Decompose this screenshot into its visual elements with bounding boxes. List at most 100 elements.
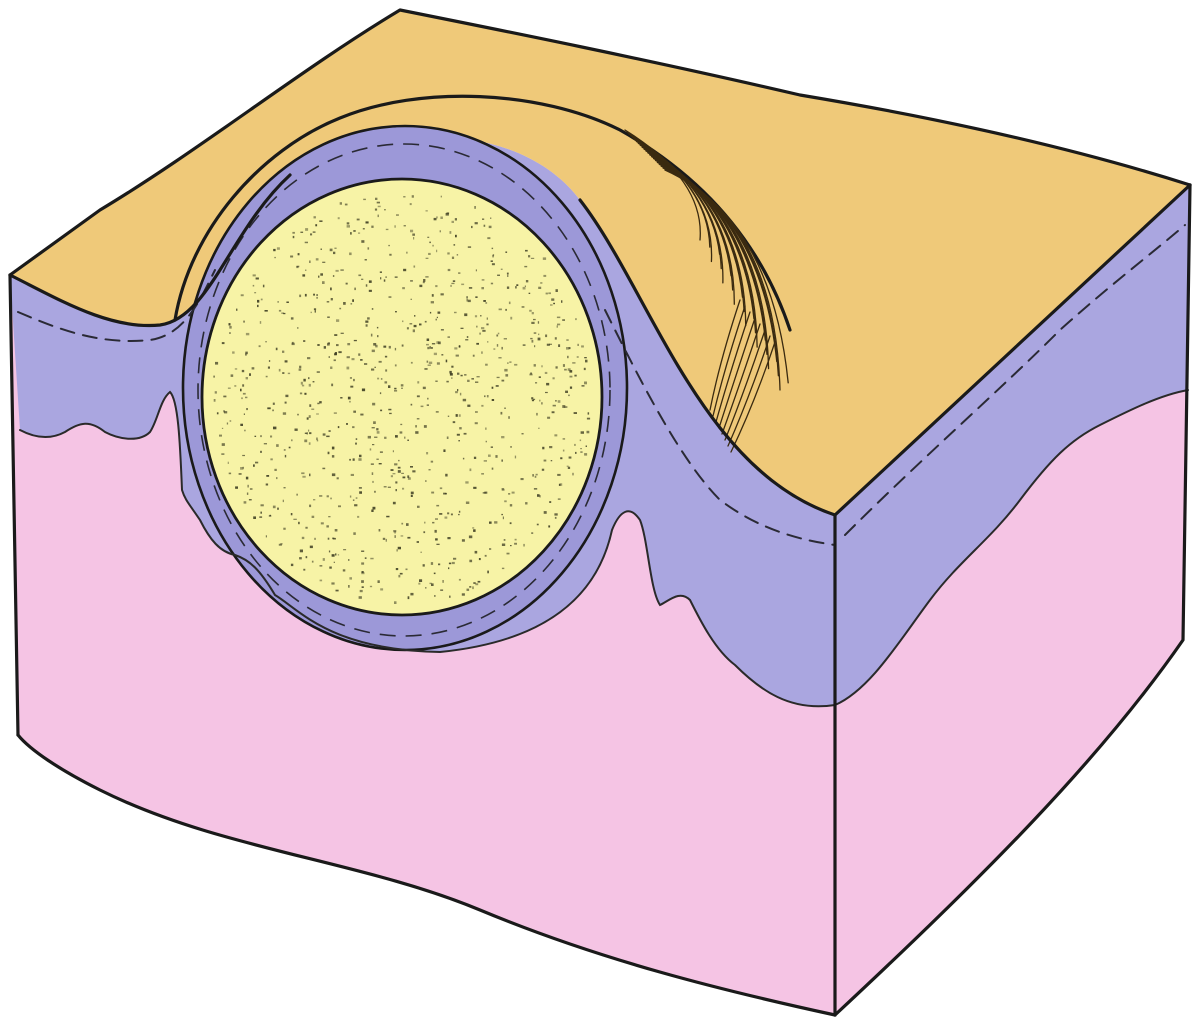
stipple-dot: [462, 457, 465, 460]
stipple-dot: [401, 387, 403, 389]
stipple-dot: [380, 378, 383, 380]
stipple-dot: [401, 472, 404, 474]
stipple-dot: [431, 491, 435, 494]
stipple-dot: [549, 446, 553, 449]
stipple-dot: [490, 260, 493, 262]
stipple-dot: [567, 466, 571, 469]
stipple-dot: [245, 351, 248, 355]
stipple-dot: [394, 276, 398, 278]
stipple-dot: [353, 339, 357, 342]
stipple-dot: [378, 529, 381, 532]
stipple-dot: [242, 384, 245, 387]
stipple-dot: [303, 378, 306, 382]
stipple-dot: [525, 280, 529, 283]
stipple-dot: [276, 444, 279, 447]
stipple-dot: [313, 216, 316, 219]
stipple-dot: [430, 460, 434, 463]
stipple-dot: [299, 392, 303, 395]
stipple-dot: [348, 585, 350, 588]
stipple-dot: [296, 493, 298, 496]
stipple-dot: [435, 318, 437, 321]
stipple-dot: [306, 417, 309, 420]
stipple-dot: [317, 402, 320, 405]
stipple-dot: [471, 378, 474, 380]
stipple-dot: [385, 538, 387, 542]
stipple-dot: [284, 360, 288, 363]
front-rete-outline: [19, 390, 836, 708]
stipple-dot: [482, 492, 486, 494]
stipple-dot: [395, 568, 399, 571]
stipple-dot: [394, 390, 398, 392]
stipple-dot: [543, 459, 547, 462]
stipple-dot: [336, 477, 339, 480]
stipple-dot: [403, 225, 406, 227]
stipple-dot: [546, 343, 550, 346]
stipple-dot: [294, 428, 298, 431]
stipple-dot: [215, 361, 219, 365]
stipple-dot: [528, 292, 531, 294]
stipple-dot: [573, 412, 577, 414]
stipple-dot: [557, 498, 561, 500]
stipple-dot: [434, 595, 436, 597]
stipple-dot: [369, 585, 373, 588]
stipple-dot: [472, 586, 474, 590]
stipple-dot: [531, 532, 534, 534]
stipple-dot: [447, 268, 451, 272]
stipple-dot: [305, 526, 308, 529]
stipple-dot: [490, 446, 493, 448]
stipple-dot: [546, 382, 550, 386]
stipple-dot: [569, 386, 573, 389]
stipple-dot: [258, 345, 261, 348]
stipple-dot: [509, 504, 513, 507]
stipple-dot: [230, 374, 234, 377]
stipple-dot: [476, 342, 479, 345]
stipple-dot: [433, 217, 437, 221]
stipple-dot: [574, 374, 577, 377]
stipple-dot: [429, 241, 431, 244]
stipple-dot: [371, 225, 374, 228]
stipple-dot: [364, 259, 367, 261]
stipple-dot: [443, 492, 447, 495]
stipple-dot: [451, 256, 455, 259]
stipple-dot: [467, 404, 471, 407]
stipple-dot: [475, 269, 477, 272]
stipple-dot: [488, 225, 492, 229]
stipple-dot: [327, 537, 330, 540]
stipple-dot: [427, 236, 430, 238]
stipple-dot: [474, 550, 478, 554]
stipple-dot: [504, 407, 506, 409]
stipple-dot: [506, 552, 510, 555]
stipple-dot: [283, 487, 286, 489]
stipple-dot: [475, 411, 478, 413]
stipple-dot: [440, 329, 444, 331]
stipple-dot: [436, 504, 440, 507]
stipple-dot: [433, 352, 437, 356]
cyst-wall-inner-line: [197, 143, 611, 637]
stipple-dot: [435, 538, 438, 541]
stipple-dot: [255, 277, 259, 280]
stipple-dot: [309, 473, 311, 477]
stipple-dot: [467, 299, 471, 303]
stipple-dot: [420, 405, 424, 408]
stipple-dot: [305, 228, 309, 231]
stipple-dot: [493, 348, 496, 350]
front-dashed-line: [17, 269, 836, 546]
stipple-dot: [350, 232, 352, 235]
stipple-dot: [487, 570, 489, 574]
stipple-dot: [322, 558, 325, 561]
stipple-dot: [376, 428, 379, 431]
cyst-stipple: [213, 195, 591, 604]
stipple-dot: [418, 582, 421, 585]
stipple-dot: [314, 537, 316, 540]
stipple-dot: [406, 523, 409, 526]
stipple-dot: [298, 521, 300, 525]
stipple-dot: [223, 395, 227, 398]
stipple-dot: [350, 473, 354, 476]
stipple-dot: [319, 401, 322, 404]
stipple-dot: [554, 434, 558, 437]
stipple-dot: [458, 510, 461, 513]
stipple-dot: [365, 324, 368, 327]
stipple-dot: [228, 323, 231, 326]
stipple-dot: [583, 367, 586, 371]
stipple-dot: [522, 286, 526, 290]
